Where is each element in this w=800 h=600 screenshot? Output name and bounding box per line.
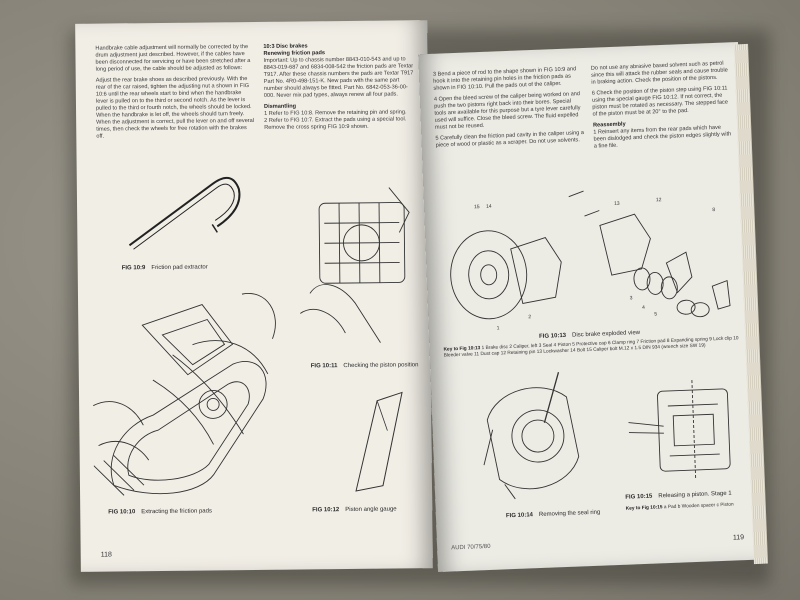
fig-10-11-number: FIG 10:11 (310, 363, 338, 370)
left-paragraph-2: Adjust the rear brake shoes as described… (95, 76, 255, 140)
fig-10-15-key-title: Key to Fig 10:15 (625, 505, 663, 512)
svg-text:13: 13 (614, 201, 620, 207)
important-note: Important: Up to chassis number 8843-010… (263, 56, 414, 99)
svg-text:4: 4 (642, 305, 645, 311)
removing-seal-ring-illustration (483, 372, 580, 500)
left-text-col1: Handbrake cable adjustment will normally… (95, 44, 254, 145)
right-step-5: 5 Carefully clean the friction pad cavit… (435, 130, 585, 149)
svg-text:14: 14 (486, 204, 492, 210)
svg-text:15: 15 (474, 204, 480, 210)
extracting-friction-pads-illustration (92, 292, 276, 496)
fig-10-9-caption: FIG 10:9 Friction pad extractor (122, 264, 208, 271)
left-page-number: 118 (100, 551, 112, 559)
svg-text:5: 5 (654, 311, 657, 317)
left-paragraph-1: Handbrake cable adjustment will normally… (95, 44, 251, 73)
right-step-3: 3 Bend a piece of rod to the shape shown… (432, 66, 577, 92)
fig-10-12-caption: FIG 10:12 Piston angle gauge (312, 507, 396, 514)
fig-10-11-caption: FIG 10:11 Checking the piston position (311, 362, 419, 369)
releasing-piston-illustration (628, 380, 731, 481)
fig-10-15-caption: FIG 10:15 Releasing a piston. Stage 1 (625, 491, 732, 501)
svg-text:12: 12 (656, 197, 662, 203)
fig-10-15-number: FIG 10:15 (625, 493, 653, 501)
fig-10-9-title: Friction pad extractor (151, 264, 208, 272)
fig-10-13-number: FIG 10:13 (538, 332, 567, 340)
fig-10-13-title: Disc brake exploded view (571, 330, 641, 339)
svg-text:2: 2 (528, 314, 531, 320)
step-2: 2 Refer to FIG 10:7. Extract the pads us… (264, 116, 407, 131)
fig-10-12-number: FIG 10:12 (312, 507, 340, 514)
fig-10-9-number: FIG 10:9 (121, 265, 146, 272)
fig-10-10-caption: FIG 10:10 Extracting the friction pads (108, 508, 212, 515)
right-page: 3 Bend a piece of rod to the shape shown… (418, 42, 758, 572)
right-col2-para-2: 6 Check the position of the piston step … (591, 85, 729, 118)
fig-10-13-caption: FIG 10:13 Disc brake exploded view (539, 330, 640, 340)
book-title-footer: AUDI 70/75/80 (451, 543, 491, 552)
friction-pad-extractor-illustration (128, 176, 241, 250)
fig-10-10-title: Extracting the friction pads (141, 508, 213, 516)
reassembly-text: 1 Reinsert any items from the rear pads … (593, 124, 732, 150)
left-page: Handbrake cable adjustment will normally… (75, 20, 433, 572)
checking-piston-position-illustration (299, 187, 410, 343)
left-text-col2: 10:3 Disc brakes Renewing friction pads … (263, 42, 414, 132)
fig-10-11-title: Checking the piston position (343, 362, 419, 370)
right-page-number: 119 (732, 534, 745, 542)
fig-10-14-title: Removing the seal ring (538, 509, 601, 519)
fig-10-15-key: Key to Fig 10:15 a Pad b Wooden spacer c… (626, 502, 748, 513)
right-text-col2: Do not use any abrasive based solvent su… (591, 60, 732, 154)
fig-10-13-key-text: 1 Brake disc 2 Caliper, left 3 Seal 4 Pi… (443, 336, 739, 359)
svg-text:3: 3 (630, 295, 633, 301)
piston-angle-gauge-illustration (355, 391, 403, 492)
fig-10-15-title: Releasing a piston. Stage 1 (658, 490, 732, 500)
svg-text:1: 1 (497, 325, 500, 331)
fig-10-14-number: FIG 10:14 (505, 512, 534, 520)
right-text-col1: 3 Bend a piece of rod to the shape shown… (433, 66, 586, 154)
fig-10-12-title: Piston angle gauge (345, 506, 397, 514)
fig-10-14-caption: FIG 10:14 Removing the seal ring (506, 510, 601, 520)
fig-10-13-key: Key to Fig 10:13 1 Brake disc 2 Caliper,… (443, 336, 739, 359)
fig-10-10-number: FIG 10:10 (108, 509, 136, 516)
fig-10-15-key-text: a Pad b Wooden spacer c Piston (663, 502, 734, 511)
right-step-4: 4 Open the bleed screw of the caliper be… (433, 91, 581, 131)
right-col2-para-1: Do not use any abrasive based solvent su… (590, 60, 728, 86)
svg-text:8: 8 (712, 207, 715, 213)
